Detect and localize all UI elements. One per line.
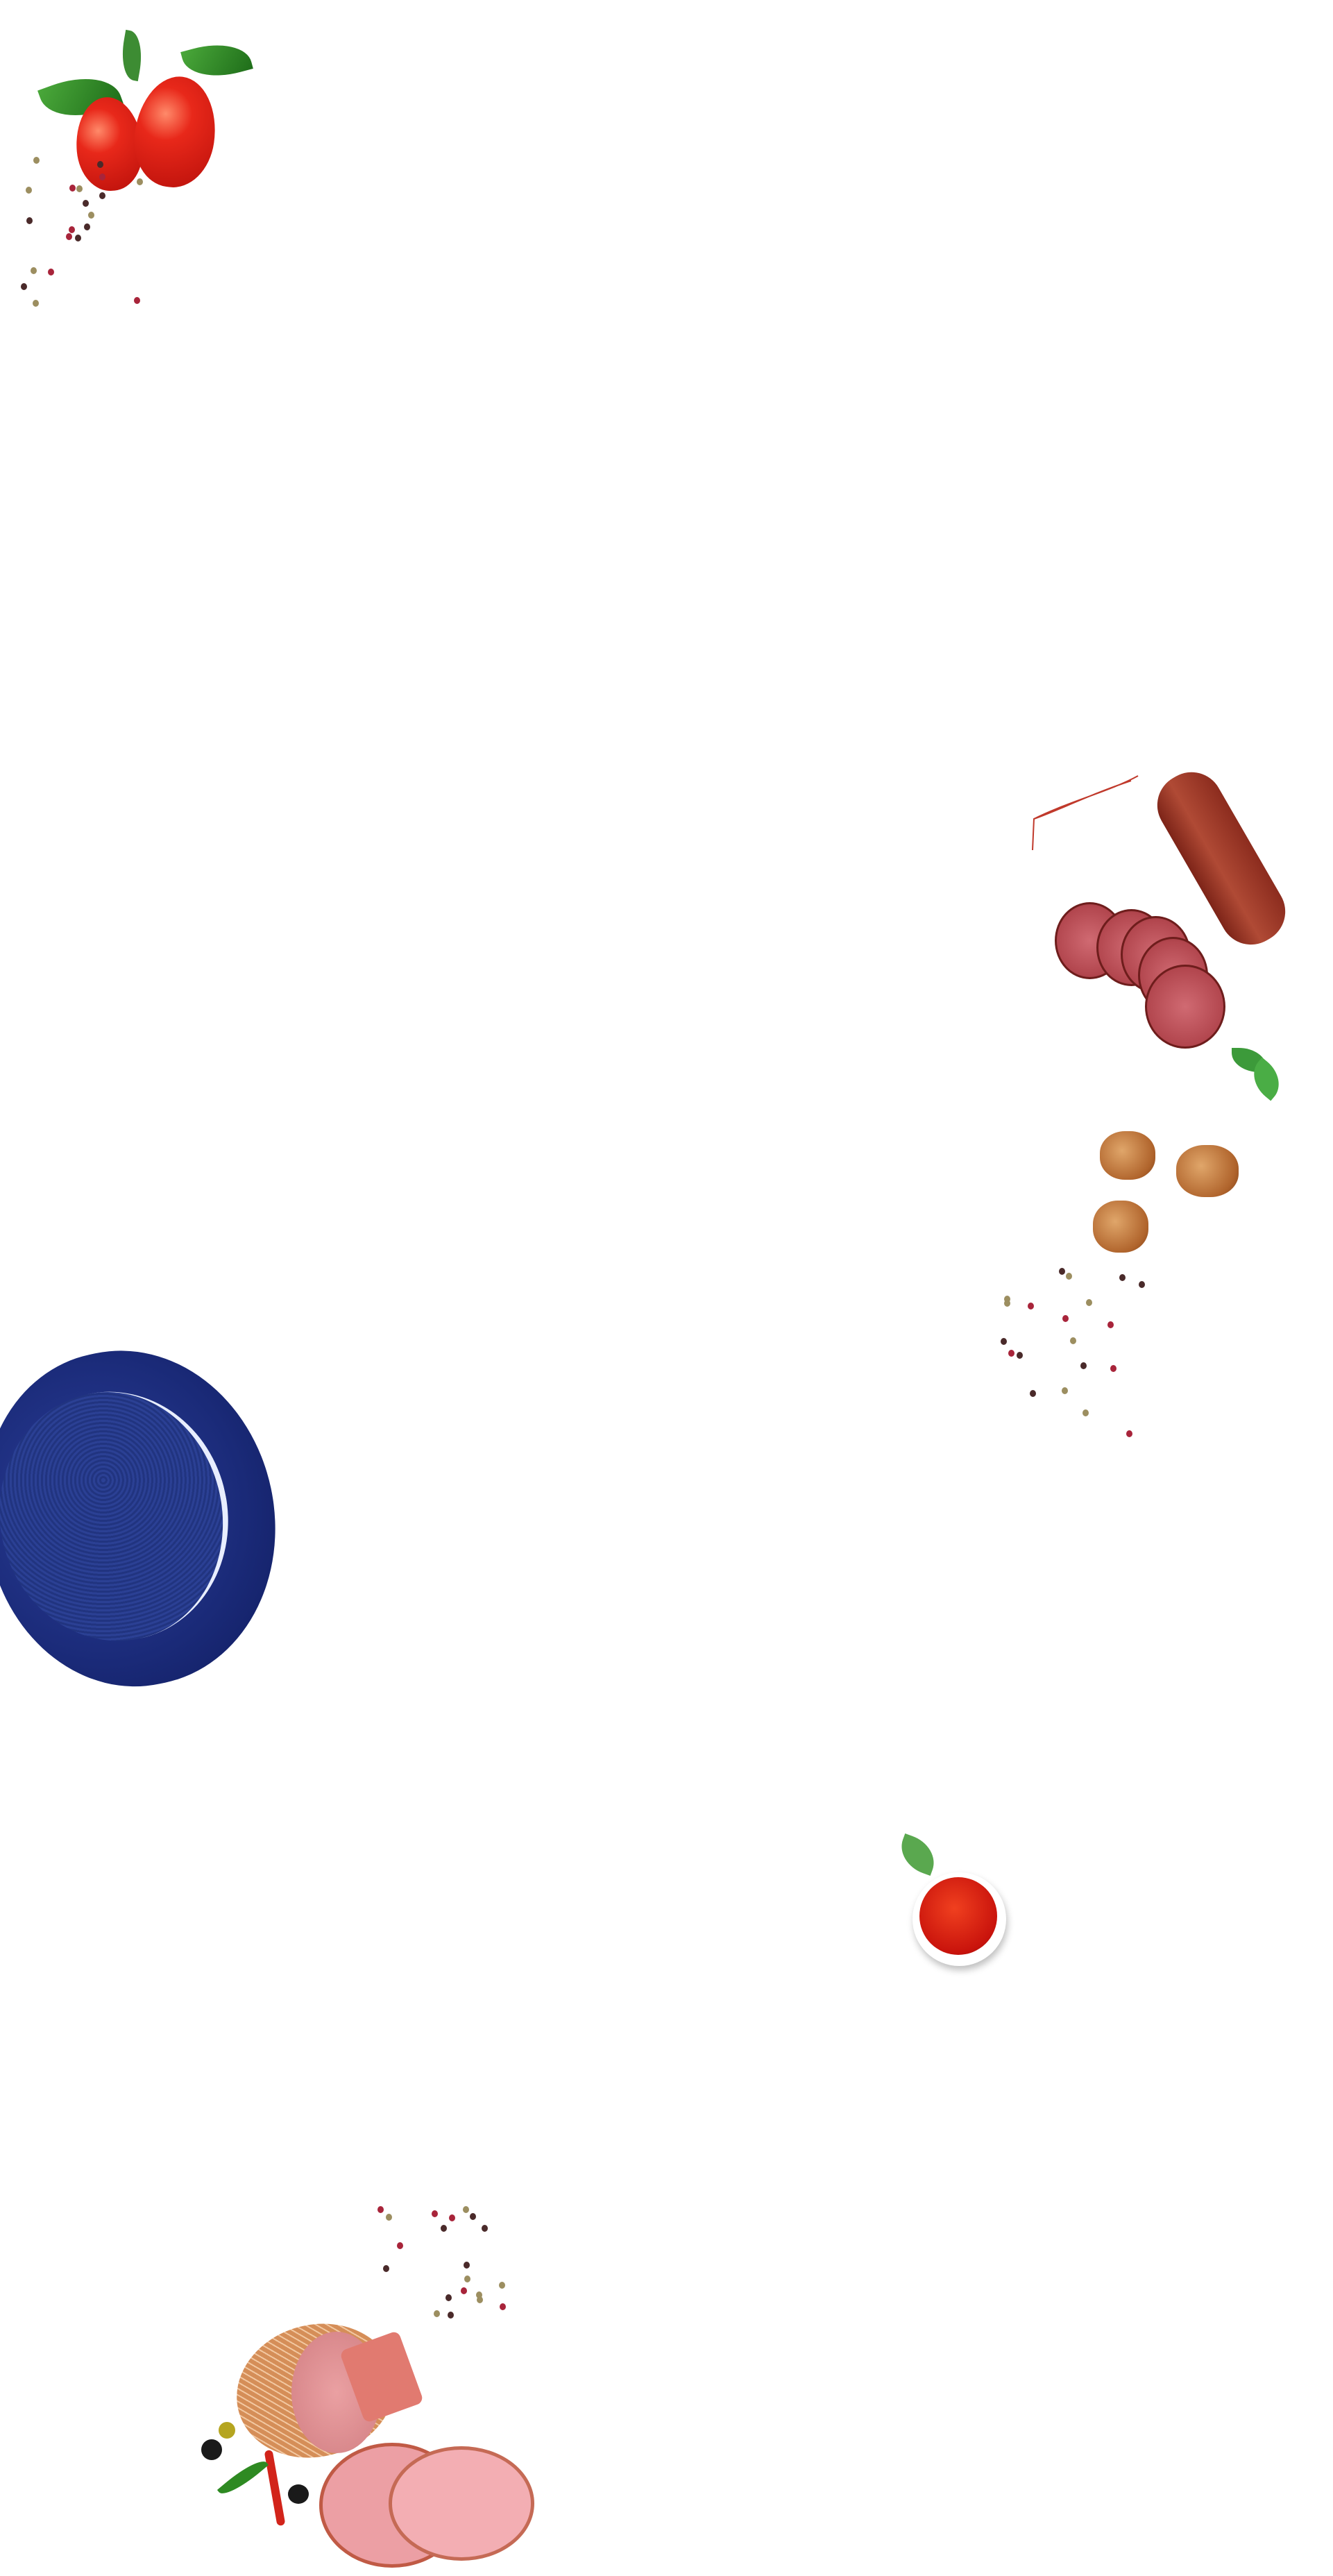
peppercorn-icon xyxy=(134,297,141,305)
peppercorn-icon xyxy=(382,2265,389,2273)
peppercorn-icon xyxy=(1119,1273,1126,1281)
walnut-icon xyxy=(1093,1131,1246,1256)
peppercorn-icon xyxy=(1107,1321,1114,1328)
peppercorn-icon xyxy=(1000,1337,1007,1345)
peppercorn-icon xyxy=(1086,1298,1093,1306)
peppercorn-icon xyxy=(434,2310,441,2318)
peppercorn-icon xyxy=(26,217,33,224)
peppercorn-icon xyxy=(84,223,91,231)
peppercorn-icon xyxy=(445,2294,452,2302)
peppercorn-icon xyxy=(1069,1337,1076,1344)
peppercorn-icon xyxy=(75,235,82,242)
peppercorn-icon xyxy=(33,299,40,307)
peppercorn-icon xyxy=(1138,1280,1145,1288)
peppercorn-icon xyxy=(99,173,105,180)
peppercorn-icon xyxy=(1062,1315,1069,1323)
peppercorn-icon xyxy=(69,185,76,192)
parsley-icon xyxy=(1228,1041,1291,1103)
parsley-icon xyxy=(894,1833,942,1876)
peppercorn-icon xyxy=(99,192,105,199)
peppercorn-icon xyxy=(96,160,103,168)
peppercorn-icon xyxy=(1126,1430,1132,1437)
peppercorn-icon xyxy=(481,2224,488,2232)
peppercorn-icon xyxy=(31,267,37,275)
peppercorn-icon xyxy=(461,2287,468,2295)
peppercorn-icon xyxy=(432,2210,438,2217)
peppercorn-icon xyxy=(448,2214,455,2222)
salami-icon xyxy=(1027,761,1311,1055)
peppercorn-icon xyxy=(76,185,83,192)
peppercorn-icon xyxy=(1003,1296,1010,1303)
peppercorn-icon xyxy=(69,226,76,234)
peppercorn-icon xyxy=(1059,1268,1066,1276)
peppercorn-icon xyxy=(1082,1409,1089,1416)
peppercorns-icon xyxy=(10,149,149,309)
peppercorn-icon xyxy=(82,199,89,207)
peppercorn-icon xyxy=(136,178,143,185)
peppercorn-icon xyxy=(499,2303,506,2310)
peppercorns-icon xyxy=(999,1266,1152,1440)
hat-icon xyxy=(0,1323,306,1713)
peppercorn-icon xyxy=(447,2311,454,2319)
peppercorn-icon xyxy=(33,157,40,164)
peppercorn-icon xyxy=(20,283,27,291)
peppercorn-icon xyxy=(377,2205,384,2213)
peppercorn-icon xyxy=(470,2212,477,2220)
peppercorn-icon xyxy=(1016,1352,1023,1359)
peppercorns-icon xyxy=(371,2186,510,2325)
ham-icon xyxy=(194,2306,541,2575)
peppercorn-icon xyxy=(464,2275,471,2282)
peppercorn-icon xyxy=(1080,1362,1087,1370)
peppercorn-icon xyxy=(476,2296,483,2303)
peppercorn-icon xyxy=(65,233,72,241)
peppercorn-icon xyxy=(441,2224,448,2232)
peppercorn-icon xyxy=(25,186,32,194)
peppercorn-icon xyxy=(385,2214,392,2221)
peppercorn-icon xyxy=(1008,1350,1015,1357)
peppercorn-icon xyxy=(87,212,94,219)
peppercorn-icon xyxy=(1003,1300,1010,1307)
peppercorn-icon xyxy=(462,2206,469,2214)
ketchup-bowl-icon xyxy=(894,1833,1013,1992)
peppercorn-icon xyxy=(396,2242,403,2250)
peppercorn-icon xyxy=(1062,1387,1069,1395)
peppercorn-icon xyxy=(498,2282,505,2289)
peppercorn-icon xyxy=(476,2291,483,2298)
peppercorn-icon xyxy=(464,2261,470,2269)
peppercorn-icon xyxy=(1066,1273,1073,1280)
peppercorn-icon xyxy=(1030,1390,1037,1398)
peppercorn-icon xyxy=(1110,1365,1117,1373)
peppercorn-icon xyxy=(48,268,55,276)
salami-string-icon xyxy=(1032,775,1139,851)
peppercorn-icon xyxy=(1028,1303,1035,1310)
